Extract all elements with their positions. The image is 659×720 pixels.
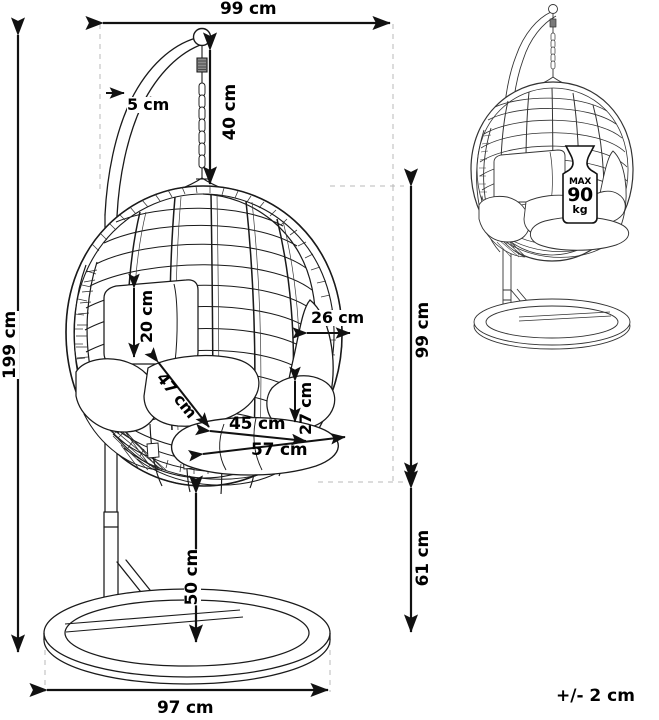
max-load-label: MAX 90 kg [563, 177, 597, 216]
dim-label-chair-height: 99 cm [413, 302, 433, 359]
dim-seat-depth [144, 347, 210, 428]
dim-label-overall-height: 199 cm [0, 311, 20, 379]
dim-label-overall-width: 99 cm [220, 0, 277, 19]
dimension-lines [10, 15, 419, 698]
dim-label-base-width: 97 cm [157, 698, 214, 718]
tolerance-note: +/- 2 cm [556, 686, 635, 706]
dim-label-cushion-height: 27 cm [296, 382, 315, 435]
dim-label-seat-height: 50 cm [182, 549, 202, 606]
max-weight-tag [562, 145, 598, 224]
max-load-unit: kg [572, 203, 588, 216]
dim-label-pillow-height: 20 cm [137, 290, 156, 343]
dim-label-seat-outer-width: 57 cm [251, 440, 308, 460]
max-load-value: 90 [567, 184, 593, 206]
dim-label-seat-inner-width: 45 cm [229, 414, 286, 434]
max-load-max-text: MAX [569, 177, 591, 187]
dim-seat-outer-width [188, 432, 346, 462]
chain-assembly-main [177, 45, 227, 191]
dim-label-chair-to-floor: 61 cm [413, 530, 433, 587]
dim-label-opening-width: 26 cm [311, 308, 364, 327]
egg-chair-small-figure [470, 4, 634, 350]
dim-label-chain-drop: 40 cm [220, 84, 240, 141]
stand-base-ring [43, 588, 331, 685]
dim-label-tube-thickness: 5 cm [127, 95, 170, 114]
guide-lines [44, 24, 404, 692]
